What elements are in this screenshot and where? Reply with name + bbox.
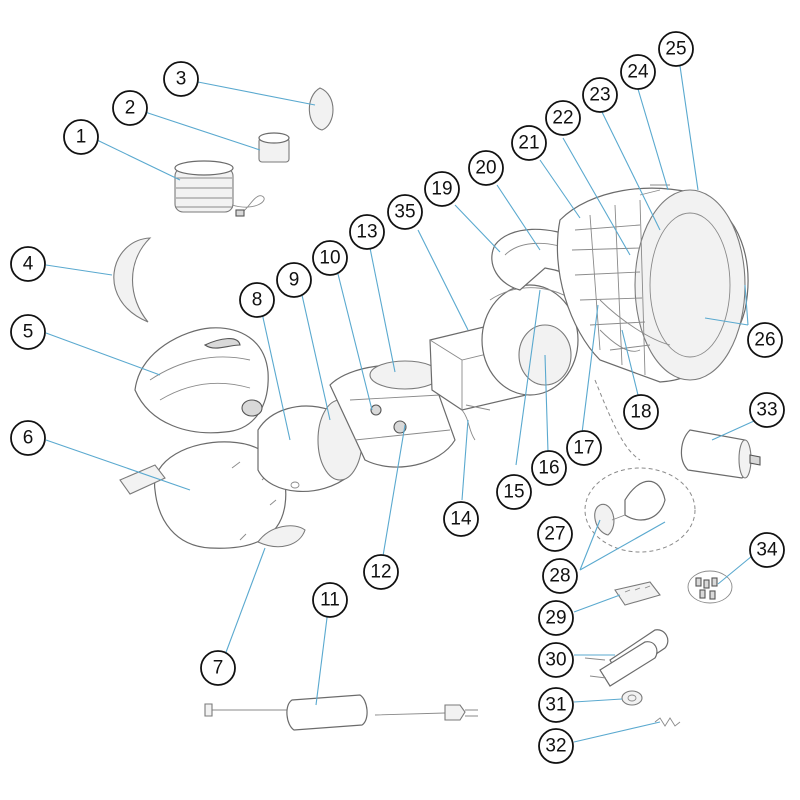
callout-label: 24: [627, 62, 649, 83]
part-cylinder: [680, 429, 761, 479]
callout-label: 35: [394, 202, 415, 223]
callout-13: 13: [349, 214, 385, 250]
callout-label: 28: [549, 566, 570, 587]
callout-35: 35: [387, 194, 423, 230]
part-washer: [621, 690, 643, 706]
callout-label: 18: [630, 402, 651, 423]
callout-14: 14: [443, 501, 479, 537]
part-charger: [204, 694, 478, 731]
callout-4: 4: [10, 246, 46, 282]
callout-5: 5: [10, 314, 46, 350]
callout-17: 17: [566, 430, 602, 466]
callout-label: 34: [756, 540, 778, 561]
callout-label: 15: [503, 482, 524, 503]
callout-label: 6: [23, 428, 34, 449]
callout-label: 27: [544, 524, 565, 545]
callout-label: 2: [125, 98, 136, 119]
callout-24: 24: [620, 54, 656, 90]
callout-19: 19: [424, 171, 460, 207]
leader-lines: [45, 65, 755, 743]
callout-label: 19: [431, 179, 452, 200]
callout-label: 33: [756, 400, 777, 421]
callout-27: 27: [537, 516, 573, 552]
callout-22: 22: [545, 100, 581, 136]
callout-12: 12: [363, 554, 399, 590]
callout-label: 5: [23, 322, 34, 343]
callout-label: 32: [545, 736, 566, 757]
callout-label: 16: [538, 458, 559, 479]
callout-9: 9: [276, 262, 312, 298]
part-nose-cover: [134, 327, 269, 434]
part-wire: [461, 404, 491, 441]
callout-label: 3: [176, 69, 187, 90]
part-fan-guard: [556, 184, 749, 383]
callout-8: 8: [239, 282, 275, 318]
callout-label: 12: [370, 562, 391, 583]
callout-label: 1: [76, 127, 87, 148]
part-handle-clip: [257, 525, 306, 548]
part-guard-band: [599, 329, 641, 352]
callout-label: 21: [518, 133, 539, 154]
callout-31: 31: [538, 687, 574, 723]
callout-label: 11: [320, 590, 340, 611]
callout-26: 26: [747, 322, 783, 358]
callout-2: 2: [112, 90, 148, 126]
part-oval-lens: [308, 87, 334, 131]
callout-25: 25: [658, 31, 694, 67]
callout-32: 32: [538, 728, 574, 764]
part-screw-set: [687, 570, 733, 604]
part-circuit-board: [614, 581, 661, 606]
callout-18: 18: [623, 394, 659, 430]
callout-label: 26: [754, 330, 775, 351]
callout-label: 9: [289, 270, 300, 291]
callout-6: 6: [10, 420, 46, 456]
callout-label: 22: [552, 108, 573, 129]
part-bellows: [174, 160, 265, 217]
part-front-housing: [119, 441, 287, 549]
part-crescent-trim: [113, 237, 152, 323]
part-cap: [258, 132, 290, 163]
callout-34: 34: [749, 532, 785, 568]
callout-28: 28: [542, 558, 578, 594]
callout-label: 25: [665, 39, 686, 60]
callout-label: 17: [573, 438, 594, 459]
callout-label: 8: [252, 290, 263, 311]
callout-30: 30: [538, 642, 574, 678]
callout-label: 30: [545, 650, 566, 671]
callout-label: 23: [589, 85, 610, 106]
part-motor-housing: [329, 360, 456, 468]
part-spring: [654, 717, 681, 727]
callout-7: 7: [200, 650, 236, 686]
callout-label: 13: [356, 222, 377, 243]
callout-1: 1: [63, 119, 99, 155]
callout-10: 10: [312, 240, 348, 276]
callout-label: 20: [475, 158, 496, 179]
part-cable-bundle: [584, 629, 669, 687]
part-detail-inset: [584, 379, 696, 553]
callout-20: 20: [468, 150, 504, 186]
callout-15: 15: [496, 474, 532, 510]
callout-16: 16: [531, 450, 567, 486]
callout-label: 4: [23, 254, 34, 275]
callout-label: 29: [545, 608, 566, 629]
callout-11: 11: [312, 582, 348, 618]
callout-21: 21: [511, 125, 547, 161]
callout-33: 33: [749, 392, 785, 428]
callout-29: 29: [538, 600, 574, 636]
callout-3: 3: [163, 61, 199, 97]
callout-label: 31: [545, 695, 566, 716]
callout-23: 23: [582, 77, 618, 113]
callout-label: 10: [319, 248, 340, 269]
callout-label: 14: [450, 509, 472, 530]
callout-label: 7: [213, 658, 224, 679]
